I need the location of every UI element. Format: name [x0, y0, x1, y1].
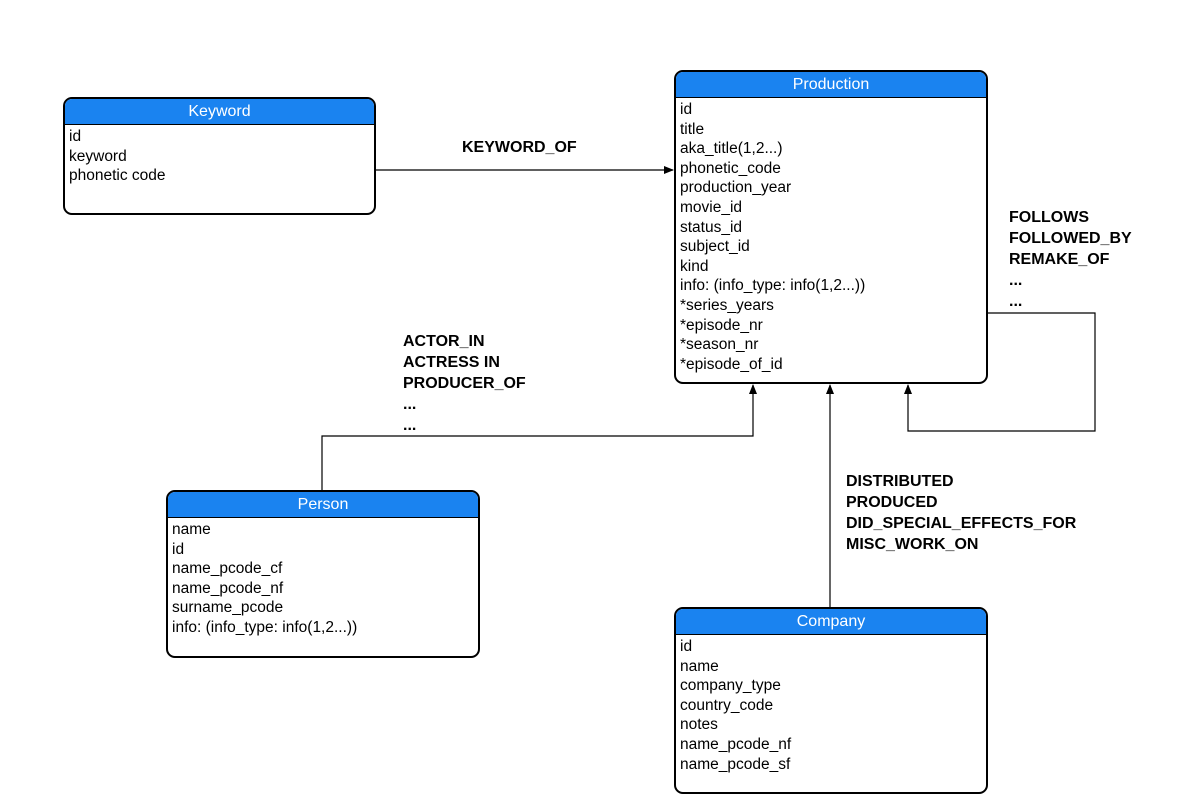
attribute: id: [69, 128, 82, 145]
person-to-production-connector: [321, 384, 757, 490]
relationship-name: DID_SPECIAL_EFFECTS_FOR: [846, 515, 1077, 532]
relationship-name: ...: [403, 396, 417, 413]
attribute: name_pcode_cf: [172, 560, 283, 578]
person-entity-title: Person: [168, 492, 478, 518]
keyword-entity-title: Keyword: [65, 99, 374, 125]
attribute: company_type: [680, 677, 781, 695]
relationship-name: ...: [1009, 293, 1023, 310]
attribute: movie_id: [680, 198, 743, 216]
attribute: production_year: [680, 179, 792, 197]
company-entity: Company id name company_type country_cod…: [674, 607, 988, 794]
attribute: surname_pcode: [172, 599, 284, 617]
relationship-name: REMAKE_OF: [1009, 251, 1110, 268]
attribute: keyword: [69, 147, 127, 165]
production-self-relationship-label: FOLLOWS FOLLOWED_BY REMAKE_OF ... ...: [1009, 207, 1132, 312]
attribute: info: (info_type: info(1,2...)): [680, 277, 866, 295]
company-production-relationship-label: DISTRIBUTED PRODUCED DID_SPECIAL_EFFECTS…: [846, 471, 1076, 555]
relationship-name: MISC_WORK_ON: [846, 536, 979, 553]
attribute: phonetic code: [69, 167, 166, 185]
keyword-attribute-list: id keyword phonetic code: [65, 125, 374, 186]
production-self-connector: [904, 312, 1096, 432]
attribute: aka_title(1,2...): [680, 140, 783, 158]
relationship-name: ...: [403, 417, 417, 434]
relationship-name: FOLLOWED_BY: [1009, 230, 1132, 247]
attribute: name_pcode_nf: [680, 735, 792, 753]
production-attribute-list: id title aka_title(1,2...) phonetic_code…: [676, 98, 986, 374]
attribute: status_id: [680, 218, 743, 236]
relationship-name: DISTRIBUTED: [846, 473, 954, 490]
relationship-name: ACTRESS IN: [403, 354, 500, 371]
attribute: subject_id: [680, 238, 750, 256]
relationship-name: KEYWORD_OF: [462, 139, 577, 156]
person-entity: Person name id name_pcode_cf name_pcode_…: [166, 490, 480, 658]
attribute: notes: [680, 716, 718, 734]
relationship-name: ...: [1009, 272, 1023, 289]
attribute: name: [172, 521, 211, 538]
attribute: *season_nr: [680, 336, 759, 354]
relationship-name: PRODUCED: [846, 494, 938, 511]
company-attribute-list: id name company_type country_code notes …: [676, 635, 986, 774]
attribute: *series_years: [680, 296, 774, 314]
attribute: phonetic_code: [680, 159, 781, 177]
attribute: info: (info_type: info(1,2...)): [172, 618, 358, 636]
attribute: id: [680, 101, 693, 118]
attribute: id: [680, 638, 693, 655]
attribute: name_pcode_nf: [172, 579, 284, 597]
keyword-entity: Keyword id keyword phonetic code: [63, 97, 376, 215]
relationship-name: FOLLOWS: [1009, 209, 1089, 226]
relationship-name: ACTOR_IN: [403, 333, 485, 350]
company-entity-title: Company: [676, 609, 986, 635]
person-production-relationship-label: ACTOR_IN ACTRESS IN PRODUCER_OF ... ...: [403, 331, 526, 436]
production-entity-title: Production: [676, 72, 986, 98]
keyword-of-relationship-label: KEYWORD_OF: [462, 137, 577, 158]
attribute: name: [680, 657, 719, 675]
relationship-name: PRODUCER_OF: [403, 375, 526, 392]
attribute: id: [172, 540, 185, 558]
person-attribute-list: name id name_pcode_cf name_pcode_nf surn…: [168, 518, 478, 638]
attribute: *episode_nr: [680, 316, 763, 334]
attribute: country_code: [680, 696, 774, 714]
attribute: kind: [680, 257, 709, 275]
attribute: title: [680, 120, 705, 138]
production-entity: Production id title aka_title(1,2...) ph…: [674, 70, 988, 384]
attribute: *episode_of_id: [680, 355, 783, 373]
attribute: name_pcode_sf: [680, 755, 791, 773]
